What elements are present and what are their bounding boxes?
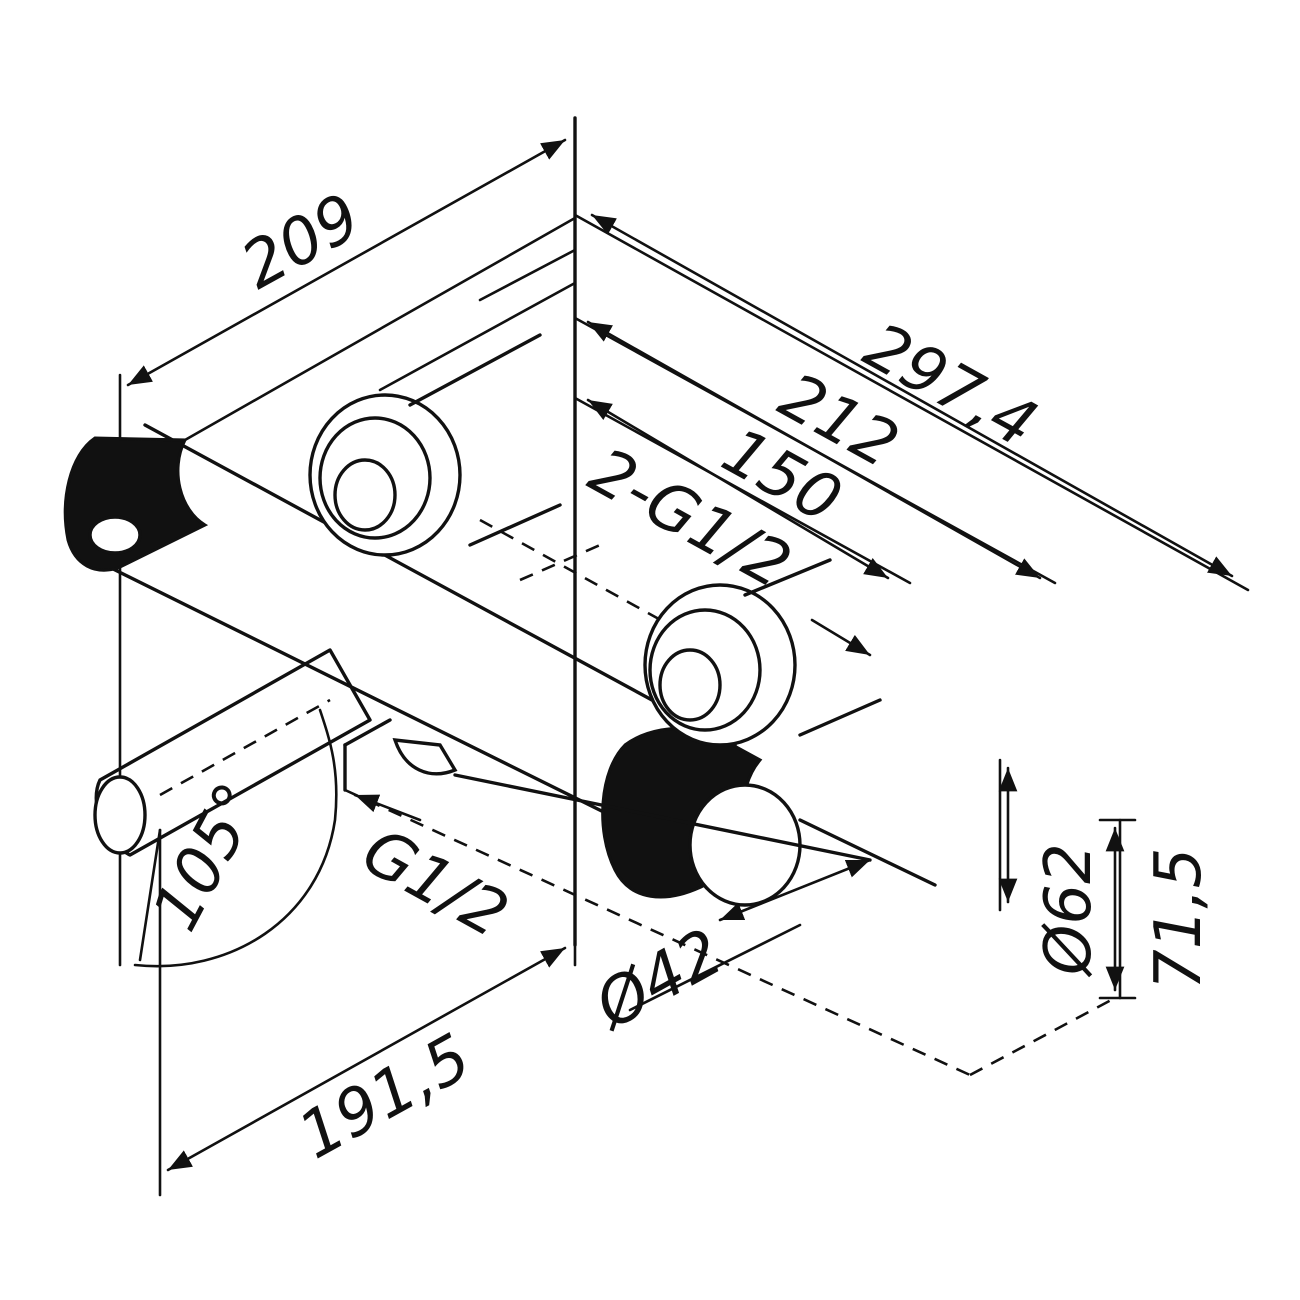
left-handle-grip xyxy=(63,436,209,572)
wall-connection-left xyxy=(308,333,562,557)
dim-71-5: 71,5 xyxy=(1142,848,1216,991)
wall-connection-right xyxy=(643,558,882,747)
dimension-lines xyxy=(126,138,1234,1172)
left-handle-slot xyxy=(88,515,142,555)
dim-g1-2: G1/2 xyxy=(350,814,519,953)
diverter xyxy=(392,738,458,776)
angle-arc xyxy=(133,708,338,968)
dim-phi-42: Ø42 xyxy=(581,915,735,1045)
right-handle-cap xyxy=(688,783,802,907)
dim-209: 209 xyxy=(230,180,373,304)
dim-191-5: 191,5 xyxy=(287,1020,483,1174)
dim-phi-62: Ø62 xyxy=(1032,843,1106,978)
